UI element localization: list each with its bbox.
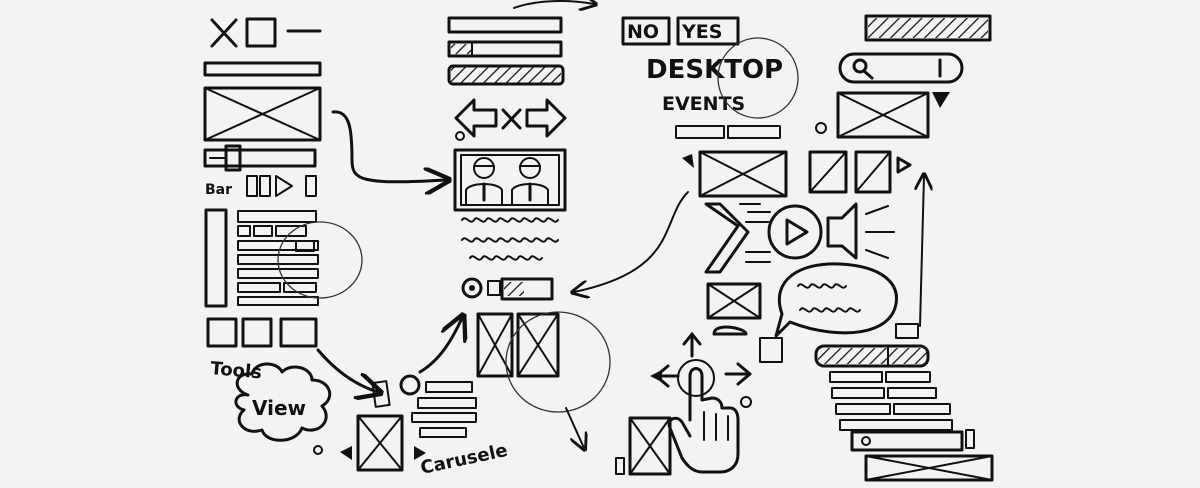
search-field	[838, 52, 964, 84]
up-arrow-right	[920, 176, 924, 327]
dropdown-arrow	[932, 92, 950, 108]
events-label: EVENTS	[662, 93, 745, 115]
checkbox-sketch	[245, 17, 277, 48]
center-bar-1	[447, 16, 563, 34]
desktop-label: DESKTOP	[646, 55, 783, 85]
curved-arrow	[316, 348, 378, 392]
bottom-left-items	[371, 374, 477, 438]
play-icon	[767, 204, 823, 260]
top-arc-arrow	[513, 1, 594, 8]
small-square	[759, 337, 783, 363]
image-placeholder-bottom-right	[615, 416, 672, 476]
touch-gesture	[650, 332, 752, 474]
dot	[455, 131, 465, 141]
down-arrow	[565, 407, 584, 448]
up-arrow	[418, 318, 462, 374]
tool-boxes	[206, 317, 318, 348]
right-arrowhead	[414, 446, 426, 460]
video-frame	[453, 148, 567, 212]
highlight-circle-center	[505, 311, 611, 413]
media-controls	[704, 202, 895, 274]
image-placeholder-bottom	[356, 414, 404, 472]
image-strip	[682, 150, 912, 198]
image-placeholder	[203, 86, 322, 142]
carusele-label: Carusele	[419, 440, 510, 479]
progress-bar-hatched	[447, 64, 565, 86]
yes-label: YES	[681, 21, 722, 43]
events-label-group: EVENTS	[662, 93, 745, 115]
view-cloud: View	[234, 362, 332, 455]
list-panel	[204, 208, 319, 308]
bar-icons	[246, 175, 317, 197]
scribble-text	[461, 217, 559, 261]
flow-arrow-right	[574, 191, 689, 292]
image-placeholder-right	[836, 91, 930, 139]
center-bar-2	[447, 40, 563, 58]
image-placeholder-small	[706, 282, 762, 336]
carousel-nav-icons	[454, 98, 567, 138]
bar-label: Bar	[205, 182, 232, 198]
speaker-icon	[826, 202, 858, 260]
small-bar-2	[727, 125, 781, 139]
bar-sketch	[203, 61, 322, 77]
no-yes-buttons: NO YES	[621, 16, 740, 46]
small-bar-1	[675, 125, 725, 139]
left-arrowhead	[340, 446, 352, 460]
hatched-bar-top-right	[864, 14, 992, 42]
slider-sketch	[203, 144, 317, 172]
highlight-circle	[277, 221, 363, 299]
flow-arrow-left	[331, 110, 446, 182]
highlight-circle-right	[717, 37, 799, 119]
view-label: View	[252, 396, 306, 420]
dot-right	[815, 122, 827, 134]
no-label: NO	[627, 21, 659, 43]
close-x-icon	[210, 18, 238, 48]
right-list	[814, 323, 994, 482]
search-icon	[852, 58, 868, 74]
speech-bubble	[774, 262, 898, 338]
radio-and-bar	[461, 277, 554, 301]
image-placeholders-pair	[476, 312, 560, 378]
